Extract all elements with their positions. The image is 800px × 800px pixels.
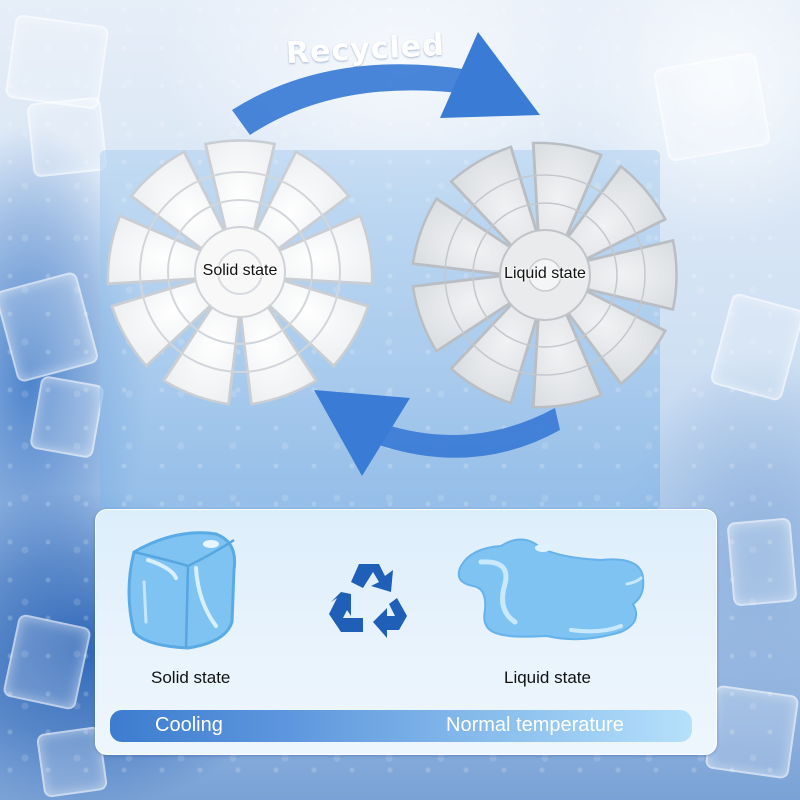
top-arrow-icon (232, 32, 540, 135)
temperature-gradient-bar: Cooling Normal temperature (110, 710, 692, 742)
liquid-state-label: Liquid state (504, 265, 586, 282)
card-solid-state-label: Solid state (151, 668, 231, 687)
ice-cube-icon (127, 531, 237, 650)
bottom-arrow-icon (314, 390, 560, 476)
card-liquid-state-label: Liquid state (504, 668, 591, 687)
state-info-card: Solid state Liquid state Cooling Normal … (95, 509, 717, 755)
normal-temperature-label: Normal temperature (446, 714, 624, 736)
liquid-ice-pack: Liquid state (395, 125, 695, 425)
water-puddle-icon (457, 538, 645, 641)
solid-state-label: Solid state (202, 262, 278, 279)
ice-pack-flower-icon (106, 139, 374, 406)
recycle-icon (329, 564, 407, 638)
ice-pack-flower-icon (411, 141, 678, 409)
cooling-label: Cooling (155, 714, 223, 736)
solid-ice-pack: Solid state (90, 122, 390, 422)
